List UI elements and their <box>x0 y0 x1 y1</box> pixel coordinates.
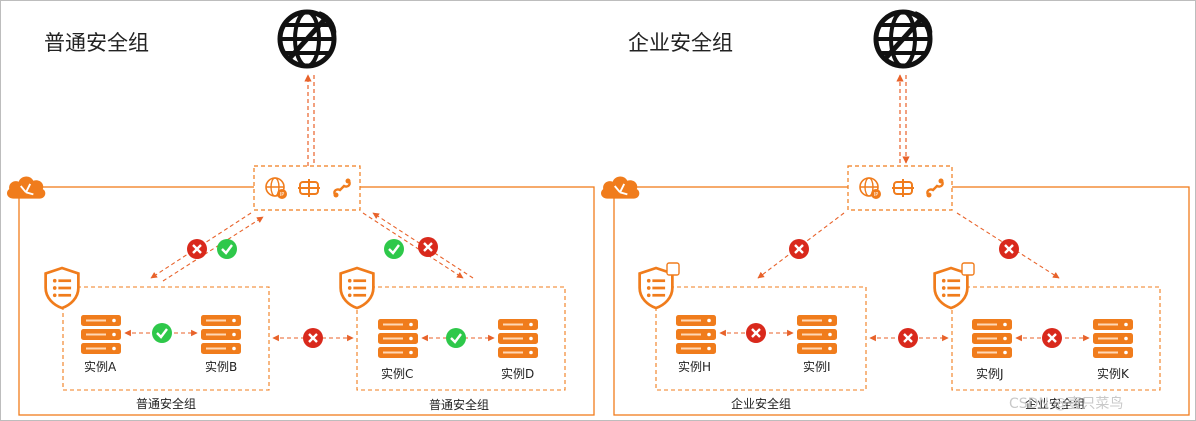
instance-c-label: 实例C <box>381 367 414 381</box>
cross-icon <box>789 239 809 259</box>
instance-b-label: 实例B <box>205 360 238 374</box>
cross-icon <box>746 323 766 343</box>
left-group-label: 普通安全组 <box>136 397 197 411</box>
left-panel <box>6 12 595 416</box>
instance-j-label: 实例J <box>976 367 1004 381</box>
security-group-box <box>356 286 566 391</box>
left-group-label-2: 普通安全组 <box>429 398 490 412</box>
check-icon <box>152 323 172 343</box>
server-icon <box>676 315 716 354</box>
cross-icon <box>1042 328 1062 348</box>
server-icon <box>797 315 837 354</box>
right-group-label: 企业安全组 <box>731 397 792 411</box>
check-icon <box>446 328 466 348</box>
shield-icon <box>339 266 375 310</box>
instance-d-label: 实例D <box>501 367 535 381</box>
instance-h-label: 实例H <box>678 360 712 374</box>
server-icon <box>378 319 418 358</box>
instance-k-label: 实例K <box>1097 367 1129 381</box>
nat-gateway-icon <box>891 178 915 198</box>
shield-icon <box>44 266 80 310</box>
cross-icon <box>999 239 1019 259</box>
left-panel-title: 普通安全组 <box>44 31 149 55</box>
server-icon <box>498 319 538 358</box>
security-group-box <box>655 286 867 391</box>
check-icon <box>217 239 237 259</box>
cross-icon <box>303 328 323 348</box>
instance-i-label: 实例I <box>803 360 831 374</box>
right-group-label-2: 企业安全组 <box>1025 397 1086 411</box>
globe-icon <box>876 12 930 66</box>
cross-icon <box>898 328 918 348</box>
server-icon <box>972 319 1012 358</box>
watermark: CSDN @壹只菜鸟 <box>1009 396 1124 412</box>
server-icon <box>201 315 241 354</box>
security-group-box <box>951 286 1161 391</box>
server-icon <box>1093 319 1133 358</box>
cloud-icon <box>6 175 47 200</box>
right-panel <box>600 12 1190 416</box>
right-panel-title: 企业安全组 <box>628 31 733 55</box>
check-icon <box>384 239 404 259</box>
nat-gateway-icon <box>297 178 321 198</box>
cloud-icon <box>600 175 641 200</box>
cross-icon <box>418 237 438 257</box>
instance-a-label: 实例A <box>84 360 117 374</box>
cross-icon <box>187 239 207 259</box>
globe-icon <box>280 12 334 66</box>
server-icon <box>81 315 121 354</box>
